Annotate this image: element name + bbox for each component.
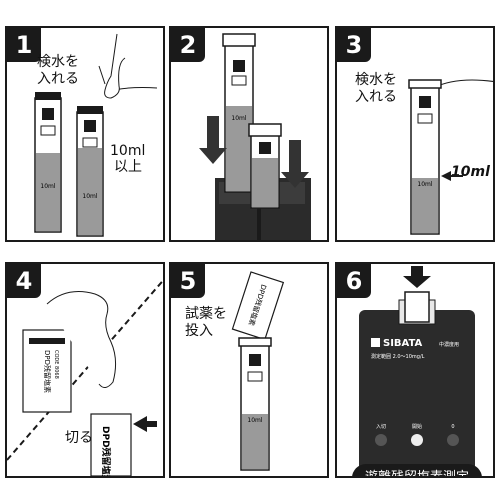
step-6-number: 6 (337, 264, 371, 298)
step-3-number: 3 (337, 28, 371, 62)
tube-mark: 10ml (247, 417, 262, 424)
device-line1: 中濃度用 (439, 341, 459, 348)
reagent-packet: DPD残留塩素 CODE 8068 (22, 329, 72, 413)
step-4-number: 4 (7, 264, 41, 298)
meter-body (359, 310, 475, 472)
step-4-panel: 4 切る DPD残留塩素 CODE 8068 DPD残留塩素 (5, 262, 165, 478)
step-3-panel: 3 検水を 入れる 10ml 10ml (335, 26, 495, 242)
tube-mark: 10ml (231, 115, 246, 122)
step-3-label-line1: 検水を (355, 72, 397, 88)
cut-arrow (133, 416, 157, 432)
step-5-number: 5 (171, 264, 205, 298)
sample-tube-left: 10ml (34, 92, 62, 233)
knob-label-power: 入切 (376, 423, 386, 430)
knob-label-start: 開始 (412, 423, 422, 430)
step-6-caption: 遊離残留塩素測定 (352, 464, 482, 476)
cutting-hand (46, 291, 117, 388)
step-1-label-line2: 入れる (37, 71, 79, 87)
step-1-volume-line2: 以上 (114, 159, 142, 175)
brand-label: SIBATA (383, 338, 423, 349)
start-knob[interactable] (411, 434, 423, 446)
pouring-hand (104, 33, 126, 99)
sample-tube-right: 10ml (76, 106, 104, 237)
step-2-number: 2 (171, 28, 205, 62)
packet-being-cut: DPD残留塩素 (90, 413, 132, 478)
step-1-illustration: 10ml 10ml (34, 33, 158, 237)
step-1-panel: 1 検水を 入れる 10ml 以上 10ml 10ml (5, 26, 165, 242)
down-arrow-right (281, 140, 309, 188)
cut-guide-line (7, 279, 163, 461)
step-4-cut-label: 切る (65, 430, 93, 446)
step-5-label-line1: 試薬を (185, 306, 227, 322)
device-line2: 測定範囲 2.0〜10mg/L (371, 353, 425, 360)
step-2-panel: 2 10ml (169, 26, 329, 242)
tube-inserted (248, 123, 282, 209)
down-arrow-left (199, 116, 227, 164)
reagent-packet: DPD残留塩素 (231, 271, 285, 341)
step-3-label-line2: 入れる (355, 89, 397, 105)
step-1-number: 1 (7, 28, 41, 62)
step-5-panel: 5 試薬を 投入 DPD残留塩素 10ml (169, 262, 329, 478)
zero-knob[interactable] (447, 434, 459, 446)
step-1-volume-line1: 10ml (110, 143, 146, 159)
brand-logo (371, 338, 380, 347)
packet-title: DPD残留塩素 (43, 350, 52, 393)
step-5-illustration: DPD残留塩素 10ml (231, 271, 285, 471)
step-3-illustration: 10ml (408, 79, 493, 235)
sample-tube: 10ml (408, 79, 442, 235)
step-6-illustration: SIBATA 中濃度用 測定範囲 2.0〜10mg/L 入切 開始 0 (359, 266, 475, 472)
sample-tube: 10ml (238, 337, 272, 471)
step-5-label-line2: 投入 (185, 323, 213, 339)
step-1-label-line1: 検水を (37, 54, 79, 70)
tube-mark-right: 10ml (82, 193, 97, 200)
packet-sub: CODE 8068 (53, 350, 59, 379)
step-2-illustration: 10ml (199, 33, 311, 240)
inserted-tube (404, 291, 430, 323)
water-stream (432, 79, 493, 89)
knob-label-zero: 0 (451, 424, 454, 430)
step-4-illustration: DPD残留塩素 CODE 8068 DPD残留塩素 (7, 279, 163, 478)
step-6-panel: 6 SIBATA 中濃度用 測定範囲 2.0〜10mg/L 入切 開始 0 遊離… (335, 262, 495, 478)
packet-cut-title: DPD残留塩素 (100, 426, 112, 478)
tube-mark: 10ml (417, 181, 432, 188)
tube-lifting: 10ml (222, 33, 256, 193)
down-arrow (403, 266, 431, 288)
tube-mark-left: 10ml (40, 183, 55, 190)
volume-arrow (441, 171, 463, 181)
power-knob[interactable] (375, 434, 387, 446)
